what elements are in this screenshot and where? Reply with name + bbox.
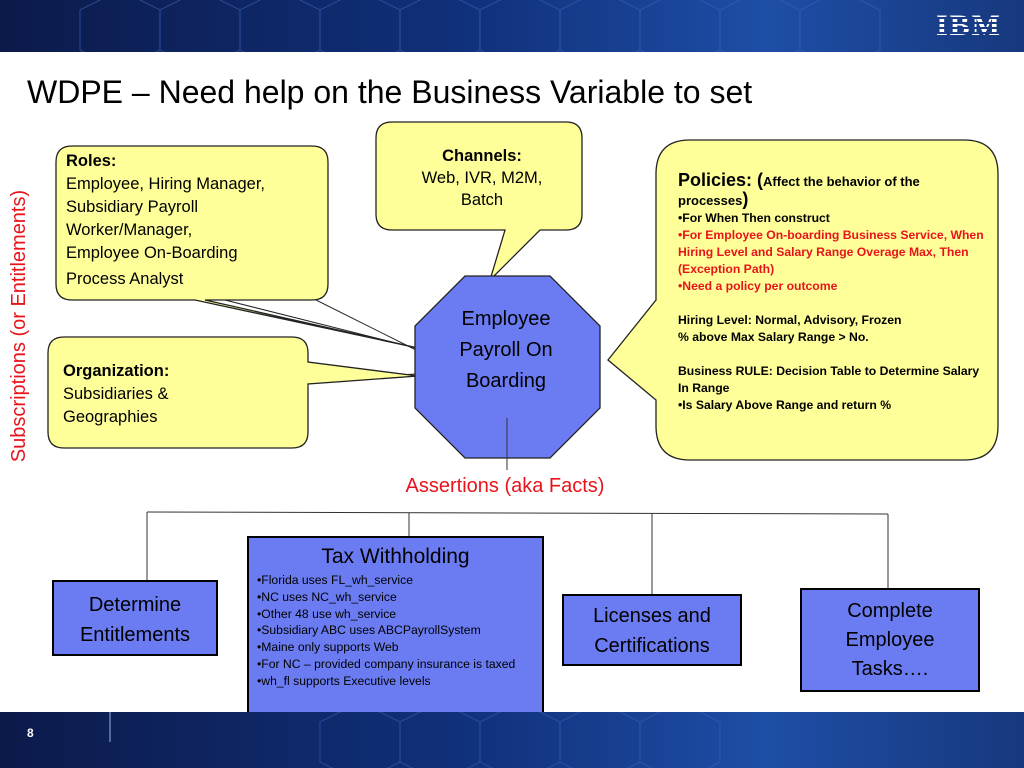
policies-heading: Policies: (Affect the behavior of the pr… (678, 170, 988, 210)
connector-horizontal (146, 511, 889, 515)
channels-line: Batch (460, 191, 504, 209)
policy-line: Business RULE: Decision Table to Determi… (678, 364, 980, 395)
tax-withholding-box: Tax Withholding •Florida uses FL_wh_serv… (247, 536, 544, 714)
tax-item: •Maine only supports Web (257, 640, 399, 655)
center-line: Employee (461, 308, 551, 330)
tax-item: •Subsidiary ABC uses ABCPayrollSystem (257, 623, 481, 638)
channels-text: Channels: Web, IVR, M2M, Batch (392, 145, 572, 211)
connector-roles (299, 291, 417, 351)
center-label: Employee Payroll On Boarding (418, 304, 594, 397)
box-line: Licenses and (593, 605, 711, 627)
tax-item: •Other 48 use wh_service (257, 606, 397, 621)
tax-withholding-title: Tax Withholding (321, 545, 470, 568)
organization-heading: Organization: (63, 362, 170, 380)
complete-employee-tasks-box: Complete Employee Tasks…. (800, 588, 980, 692)
policies-text: Policies: (Affect the behavior of the pr… (678, 170, 988, 414)
policy-line: •Need a policy per outcome (678, 279, 838, 293)
policies-callout (607, 139, 999, 461)
channels-callout (375, 121, 583, 281)
ibm-logo: IBM (936, 9, 1002, 42)
box-line: Employee (845, 629, 935, 651)
roles-line: Process Analyst (66, 270, 184, 288)
policies-heading-main: Policies: ( (678, 170, 764, 190)
box-line: Complete (847, 600, 933, 622)
policy-line: •For Employee On-boarding Business Servi… (678, 228, 984, 276)
page-number: 8 (27, 726, 34, 740)
page-title: WDPE – Need help on the Business Variabl… (27, 74, 753, 110)
center-octagon (414, 275, 601, 459)
roles-callout (55, 145, 419, 349)
policy-line (678, 346, 988, 363)
box-line: Entitlements (79, 624, 191, 646)
box-line: Determine (88, 594, 182, 616)
roles-line: Employee, Hiring Manager, (66, 175, 266, 193)
organization-line: Geographies (63, 408, 158, 426)
box-line: Tasks…. (851, 658, 929, 680)
footer-hex-pattern (109, 712, 721, 768)
policy-line (678, 295, 988, 312)
header-banner: IBM (0, 0, 1024, 52)
tax-item: •wh_fl supports Executive levels (257, 673, 431, 688)
box-line: Certifications (594, 635, 710, 657)
center-line: Boarding (465, 370, 547, 392)
header-hex-pattern (79, 0, 881, 52)
policy-line: Hiring Level: Normal, Advisory, Frozen (678, 313, 902, 327)
assertions-label: Assertions (aka Facts) (405, 475, 605, 497)
tax-item: •NC uses NC_wh_service (257, 589, 397, 604)
footer-banner: 8 (0, 712, 1024, 768)
policy-line: % above Max Salary Range > No. (678, 330, 869, 344)
roles-text: Roles: Employee, Hiring Manager, Subsidi… (66, 150, 316, 291)
tax-item: •For NC – provided company insurance is … (257, 656, 516, 671)
organization-text: Organization: Subsidiaries & Geographies (63, 360, 303, 429)
roles-heading: Roles: (66, 152, 117, 170)
determine-entitlements-box: Determine Entitlements (52, 580, 218, 656)
channels-line: Web, IVR, M2M, (421, 169, 543, 187)
policy-line: •Is Salary Above Range and return % (678, 398, 892, 412)
roles-line: Employee On-Boarding (66, 244, 238, 262)
tax-item: •Florida uses FL_wh_service (257, 573, 413, 587)
roles-line: Worker/Manager, (66, 221, 193, 239)
policies-heading-close: ) (742, 189, 749, 209)
policies-lines: •For When Then construct •For Employee On… (678, 210, 988, 414)
organization-line: Subsidiaries & (63, 385, 169, 403)
policy-line: •For When Then construct (678, 211, 830, 225)
policies-heading-note: Affect the behavior of the processes (678, 174, 920, 208)
channels-heading: Channels: (442, 147, 522, 165)
licenses-certifications-box: Licenses and Certifications (562, 594, 742, 666)
center-line: Payroll On (459, 339, 553, 361)
roles-line: Subsidiary Payroll (66, 198, 199, 216)
organization-callout (47, 336, 419, 449)
